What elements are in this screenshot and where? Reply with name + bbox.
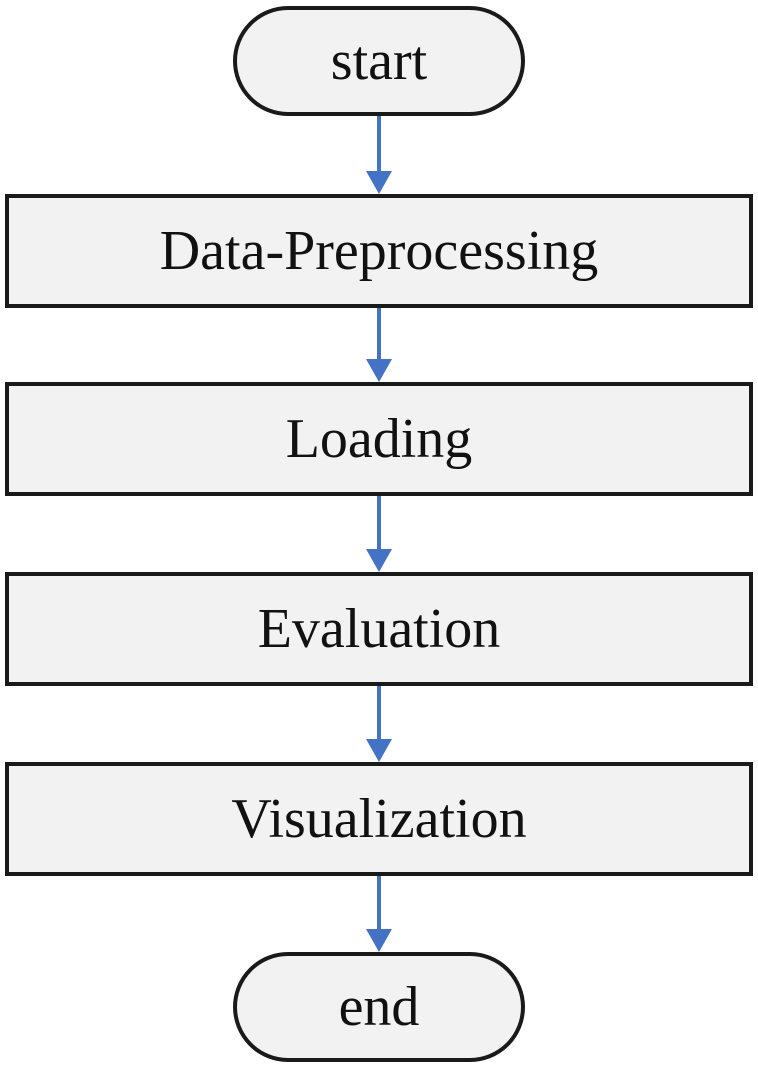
arrow-shaft: [377, 876, 381, 929]
flow-node-loading-label: Loading: [285, 408, 473, 470]
flow-arrow-start-to-preprocessing: [366, 116, 392, 194]
arrow-head-icon: [366, 929, 392, 952]
flow-arrow-visualization-to-end: [366, 876, 392, 952]
flow-arrow-evaluation-to-visualization: [366, 686, 392, 762]
arrow-shaft: [377, 686, 381, 739]
arrow-shaft: [377, 116, 381, 171]
flow-node-evaluation: Evaluation: [5, 572, 753, 686]
flow-node-visualization-label: Visualization: [231, 788, 527, 850]
arrow-head-icon: [366, 549, 392, 572]
flow-node-loading: Loading: [5, 382, 753, 496]
arrow-head-icon: [366, 171, 392, 194]
flow-node-start-label: start: [330, 30, 428, 92]
flow-node-end-label: end: [338, 976, 420, 1038]
flow-node-data-preprocessing-label: Data-Preprocessing: [159, 220, 599, 282]
flow-node-evaluation-label: Evaluation: [257, 598, 501, 660]
flow-node-start: start: [233, 6, 525, 116]
arrow-head-icon: [366, 739, 392, 762]
flow-arrow-loading-to-evaluation: [366, 496, 392, 572]
flow-node-end: end: [233, 952, 525, 1062]
arrow-shaft: [377, 308, 381, 359]
arrow-shaft: [377, 496, 381, 549]
flow-arrow-preprocessing-to-loading: [366, 308, 392, 382]
flow-node-data-preprocessing: Data-Preprocessing: [5, 194, 753, 308]
flow-node-visualization: Visualization: [5, 762, 753, 876]
arrow-head-icon: [366, 359, 392, 382]
